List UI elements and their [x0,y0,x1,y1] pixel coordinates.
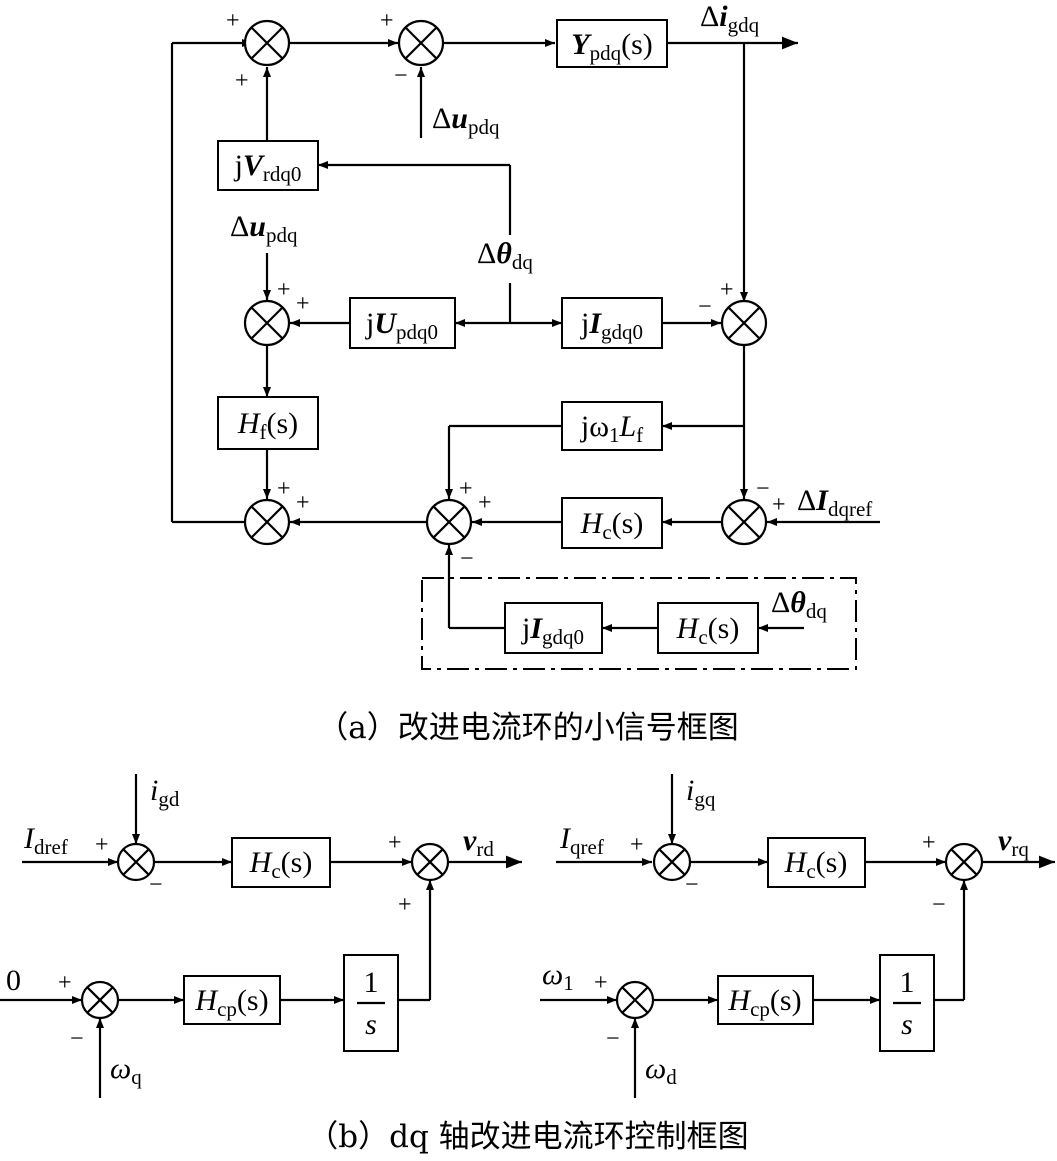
b-left-sign-b-bottom: + [398,892,412,918]
svg-text:Hc(s): Hc(s) [784,846,848,883]
sign-s4-left: − [698,294,712,320]
block-Hc-lower: Hc(s) [657,602,759,654]
b-right-sum-c [615,980,655,1020]
b-right-block-Hc: Hc(s) [767,837,866,888]
sum-junction-s4 [720,299,768,347]
label-delta-u-pdq-top: Δupdq [432,102,500,139]
diagram-a: Ypdq(s) jVrdq0 jUpdq0 jIgdq0 Hf(s) jω1Lf… [170,0,880,746]
svg-text:Hc(s): Hc(s) [249,846,313,883]
b-right-sign-c-bottom: − [606,1026,620,1052]
b-right-label-wd: ωd [645,1052,677,1089]
sum-junction-s3 [243,299,291,347]
b-left-label-zero: 0 [6,964,21,997]
sign-s6-top: + [459,476,473,502]
caption-b: （b）dq 轴改进电流环控制框图 [307,1119,748,1155]
svg-text:s: s [901,1008,913,1041]
b-right-sum-b [944,842,984,882]
sign-s5-right: + [296,490,310,516]
block-jw1-Lf: jω1Lf [561,401,663,451]
b-right-block-Hcp: Hcp(s) [717,975,814,1025]
svg-text:jIgdq0: jIgdq0 [580,307,643,344]
svg-text:jω1Lf: jω1Lf [580,410,643,447]
block-jV-rdq0: jVrdq0 [217,140,319,191]
b-right-sign-b-bottom: − [932,892,946,918]
svg-text:Ypdq(s): Ypdq(s) [571,28,652,65]
svg-text:jUpdq0: jUpdq0 [365,307,438,344]
svg-text:Hc(s): Hc(s) [580,507,644,544]
diagram-b-left: Hc(s) Hcp(s) 1 s Idref igd vrd 0 ωq + − … [0,774,522,1098]
svg-text:Hf(s): Hf(s) [237,407,298,444]
b-left-label-wq: ωq [110,1052,142,1089]
block-jI-gdq0-lower: jIgdq0 [504,602,603,654]
sign-s1-bottom: + [235,68,249,94]
svg-text:1: 1 [900,966,915,999]
sum-junction-s1 [243,19,291,67]
b-left-sign-a-left: + [95,832,109,858]
b-right-sign-a-left: + [630,832,644,858]
svg-text:jIgdq0: jIgdq0 [521,612,584,649]
b-right-sign-a-bottom: − [685,872,699,898]
b-right-sign-b-top: + [922,830,936,856]
label-delta-i-gdq: Δigdq [700,0,760,37]
svg-text:s: s [365,1008,377,1041]
svg-text:Hc(s): Hc(s) [676,612,740,649]
block-jU-pdq0: jUpdq0 [349,297,456,349]
sign-s2-top: + [380,8,394,34]
label-delta-u-pdq-left: Δupdq [230,210,298,247]
sign-s3-right: + [296,291,310,317]
sign-s7-top: − [756,476,770,502]
sum-junction-s2 [397,19,445,67]
sum-junction-s6 [425,498,473,546]
block-jI-gdq0: jIgdq0 [561,297,663,349]
svg-text:Hcp(s): Hcp(s) [194,984,268,1021]
b-right-block-integrator: 1 s [879,954,935,1052]
label-delta-I-dqref: ΔIdqref [797,484,872,521]
b-right-label-Iqref: Iqref [559,822,604,859]
sign-s1-top: + [226,8,240,34]
b-left-block-integrator: 1 s [343,954,399,1052]
b-left-label-vrd: vrd [463,824,494,861]
sign-s4-top: + [720,277,734,303]
sum-junction-s5 [243,498,291,546]
b-left-sign-c-bottom: − [70,1026,84,1052]
sign-s2-bottom: − [394,63,408,89]
sign-s3-top: + [277,277,291,303]
b-left-sum-b [410,842,450,882]
sign-s6-right: + [478,490,492,516]
b-right-sign-c-left: + [594,970,608,996]
added-loop-dashed-frame [421,577,857,670]
svg-text:Hcp(s): Hcp(s) [727,984,801,1021]
b-left-sign-c-left: + [58,970,72,996]
b-right-label-vrq: vrq [998,824,1029,861]
block-Y-pdq: Ypdq(s) [556,19,668,68]
sign-s6-bottom: − [460,546,474,572]
svg-text:jVrdq0: jVrdq0 [234,149,302,186]
b-left-block-Hcp: Hcp(s) [183,975,281,1025]
b-left-label-Idref: Idref [23,822,68,859]
label-delta-theta-dq: Δθdq [477,237,533,274]
b-right-label-w1: ω1 [542,958,574,995]
label-delta-theta-dq-box: Δθdq [771,586,827,623]
sign-s5-top: + [277,476,291,502]
block-Hc: Hc(s) [561,497,663,549]
b-left-sign-a-bottom: − [149,872,163,898]
b-left-sum-c [80,980,120,1020]
b-left-block-Hc: Hc(s) [231,837,331,888]
sum-junction-s7 [720,498,768,546]
block-Hf: Hf(s) [217,396,319,450]
caption-a: （a）改进电流环的小信号框图 [317,710,738,746]
diagram-b-right: Hc(s) Hcp(s) 1 s Iqref igq vrq ω1 ωd + −… [540,774,1055,1098]
b-left-sign-b-top: + [388,830,402,856]
b-right-sum-a [652,842,692,882]
diagram-a-signs: + + + − + + + − + + + + − − + [226,8,786,572]
sign-s7-right: + [772,492,786,518]
b-left-label-igd: igd [150,774,180,811]
svg-text:1: 1 [364,966,379,999]
diagram-a-connections [170,36,880,670]
b-right-label-igq: igq [686,774,716,811]
b-left-sum-a [116,842,156,882]
